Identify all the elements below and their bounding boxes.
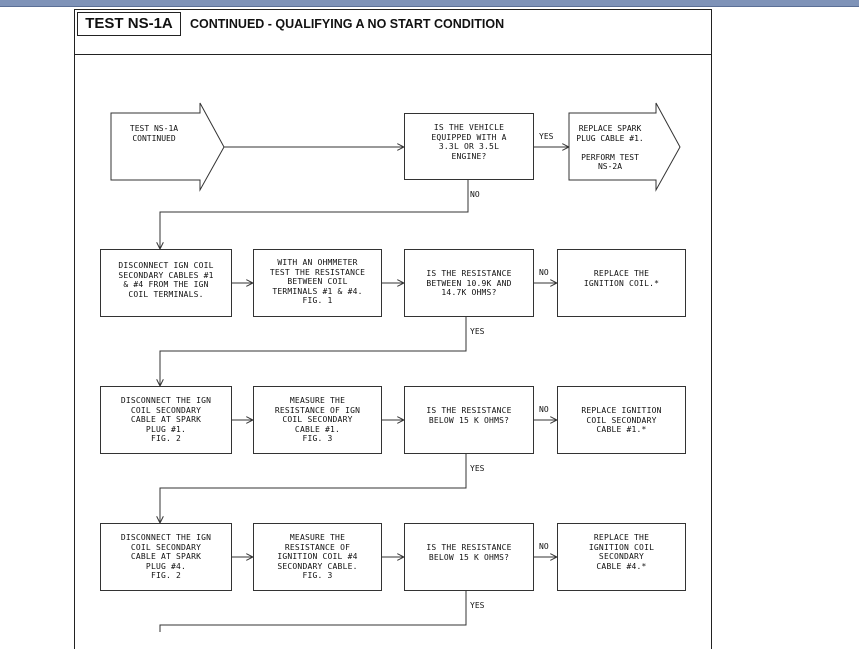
- row2-question-box: IS THE RESISTANCE BELOW 15 K OHMS?: [404, 386, 534, 454]
- row1-ohmmeter-box: WITH AN OHMMETER TEST THE RESISTANCE BET…: [253, 249, 382, 317]
- flowchart-connectors: [110, 102, 681, 632]
- row1-result-box: REPLACE THE IGNITION COIL.*: [557, 249, 686, 317]
- row2-no-label: NO: [539, 405, 549, 414]
- start-step-text: TEST NS-1A CONTINUED: [129, 124, 179, 143]
- row1-question-box: IS THE RESISTANCE BETWEEN 10.9K AND 14.7…: [404, 249, 534, 317]
- engine-question-box: IS THE VEHICLE EQUIPPED WITH A 3.3L OR 3…: [404, 113, 534, 180]
- header-divider: [74, 54, 712, 55]
- row2-disconnect-box: DISCONNECT THE IGN COIL SECONDARY CABLE …: [100, 386, 232, 454]
- row3-question-box: IS THE RESISTANCE BELOW 15 K OHMS?: [404, 523, 534, 591]
- row3-measure-box: MEASURE THE RESISTANCE OF IGNITION COIL …: [253, 523, 382, 591]
- window-top-bar: [0, 0, 859, 7]
- row2-result-box: REPLACE IGNITION COIL SECONDARY CABLE #1…: [557, 386, 686, 454]
- test-id-label: TEST NS-1A: [77, 12, 181, 36]
- yes-label: YES: [539, 132, 554, 141]
- row1-disconnect-box: DISCONNECT IGN COIL SECONDARY CABLES #1 …: [100, 249, 232, 317]
- replace-spark-arrow-shape: [568, 102, 681, 192]
- row3-result-box: REPLACE THE IGNITION COIL SECONDARY CABL…: [557, 523, 686, 591]
- row3-yes-label: YES: [470, 601, 485, 610]
- row2-measure-box: MEASURE THE RESISTANCE OF IGN COIL SECON…: [253, 386, 382, 454]
- start-arrow-shape: [110, 102, 225, 192]
- row2-yes-label: YES: [470, 464, 485, 473]
- row1-no-label: NO: [539, 268, 549, 277]
- row1-yes-label: YES: [470, 327, 485, 336]
- document-page: [74, 9, 712, 649]
- row3-no-label: NO: [539, 542, 549, 551]
- page-title: CONTINUED - QUALIFYING A NO START CONDIT…: [190, 17, 505, 31]
- no-label: NO: [470, 190, 480, 199]
- row3-disconnect-box: DISCONNECT THE IGN COIL SECONDARY CABLE …: [100, 523, 232, 591]
- replace-spark-plug-text: REPLACE SPARK PLUG CABLE #1. PERFORM TES…: [576, 124, 644, 171]
